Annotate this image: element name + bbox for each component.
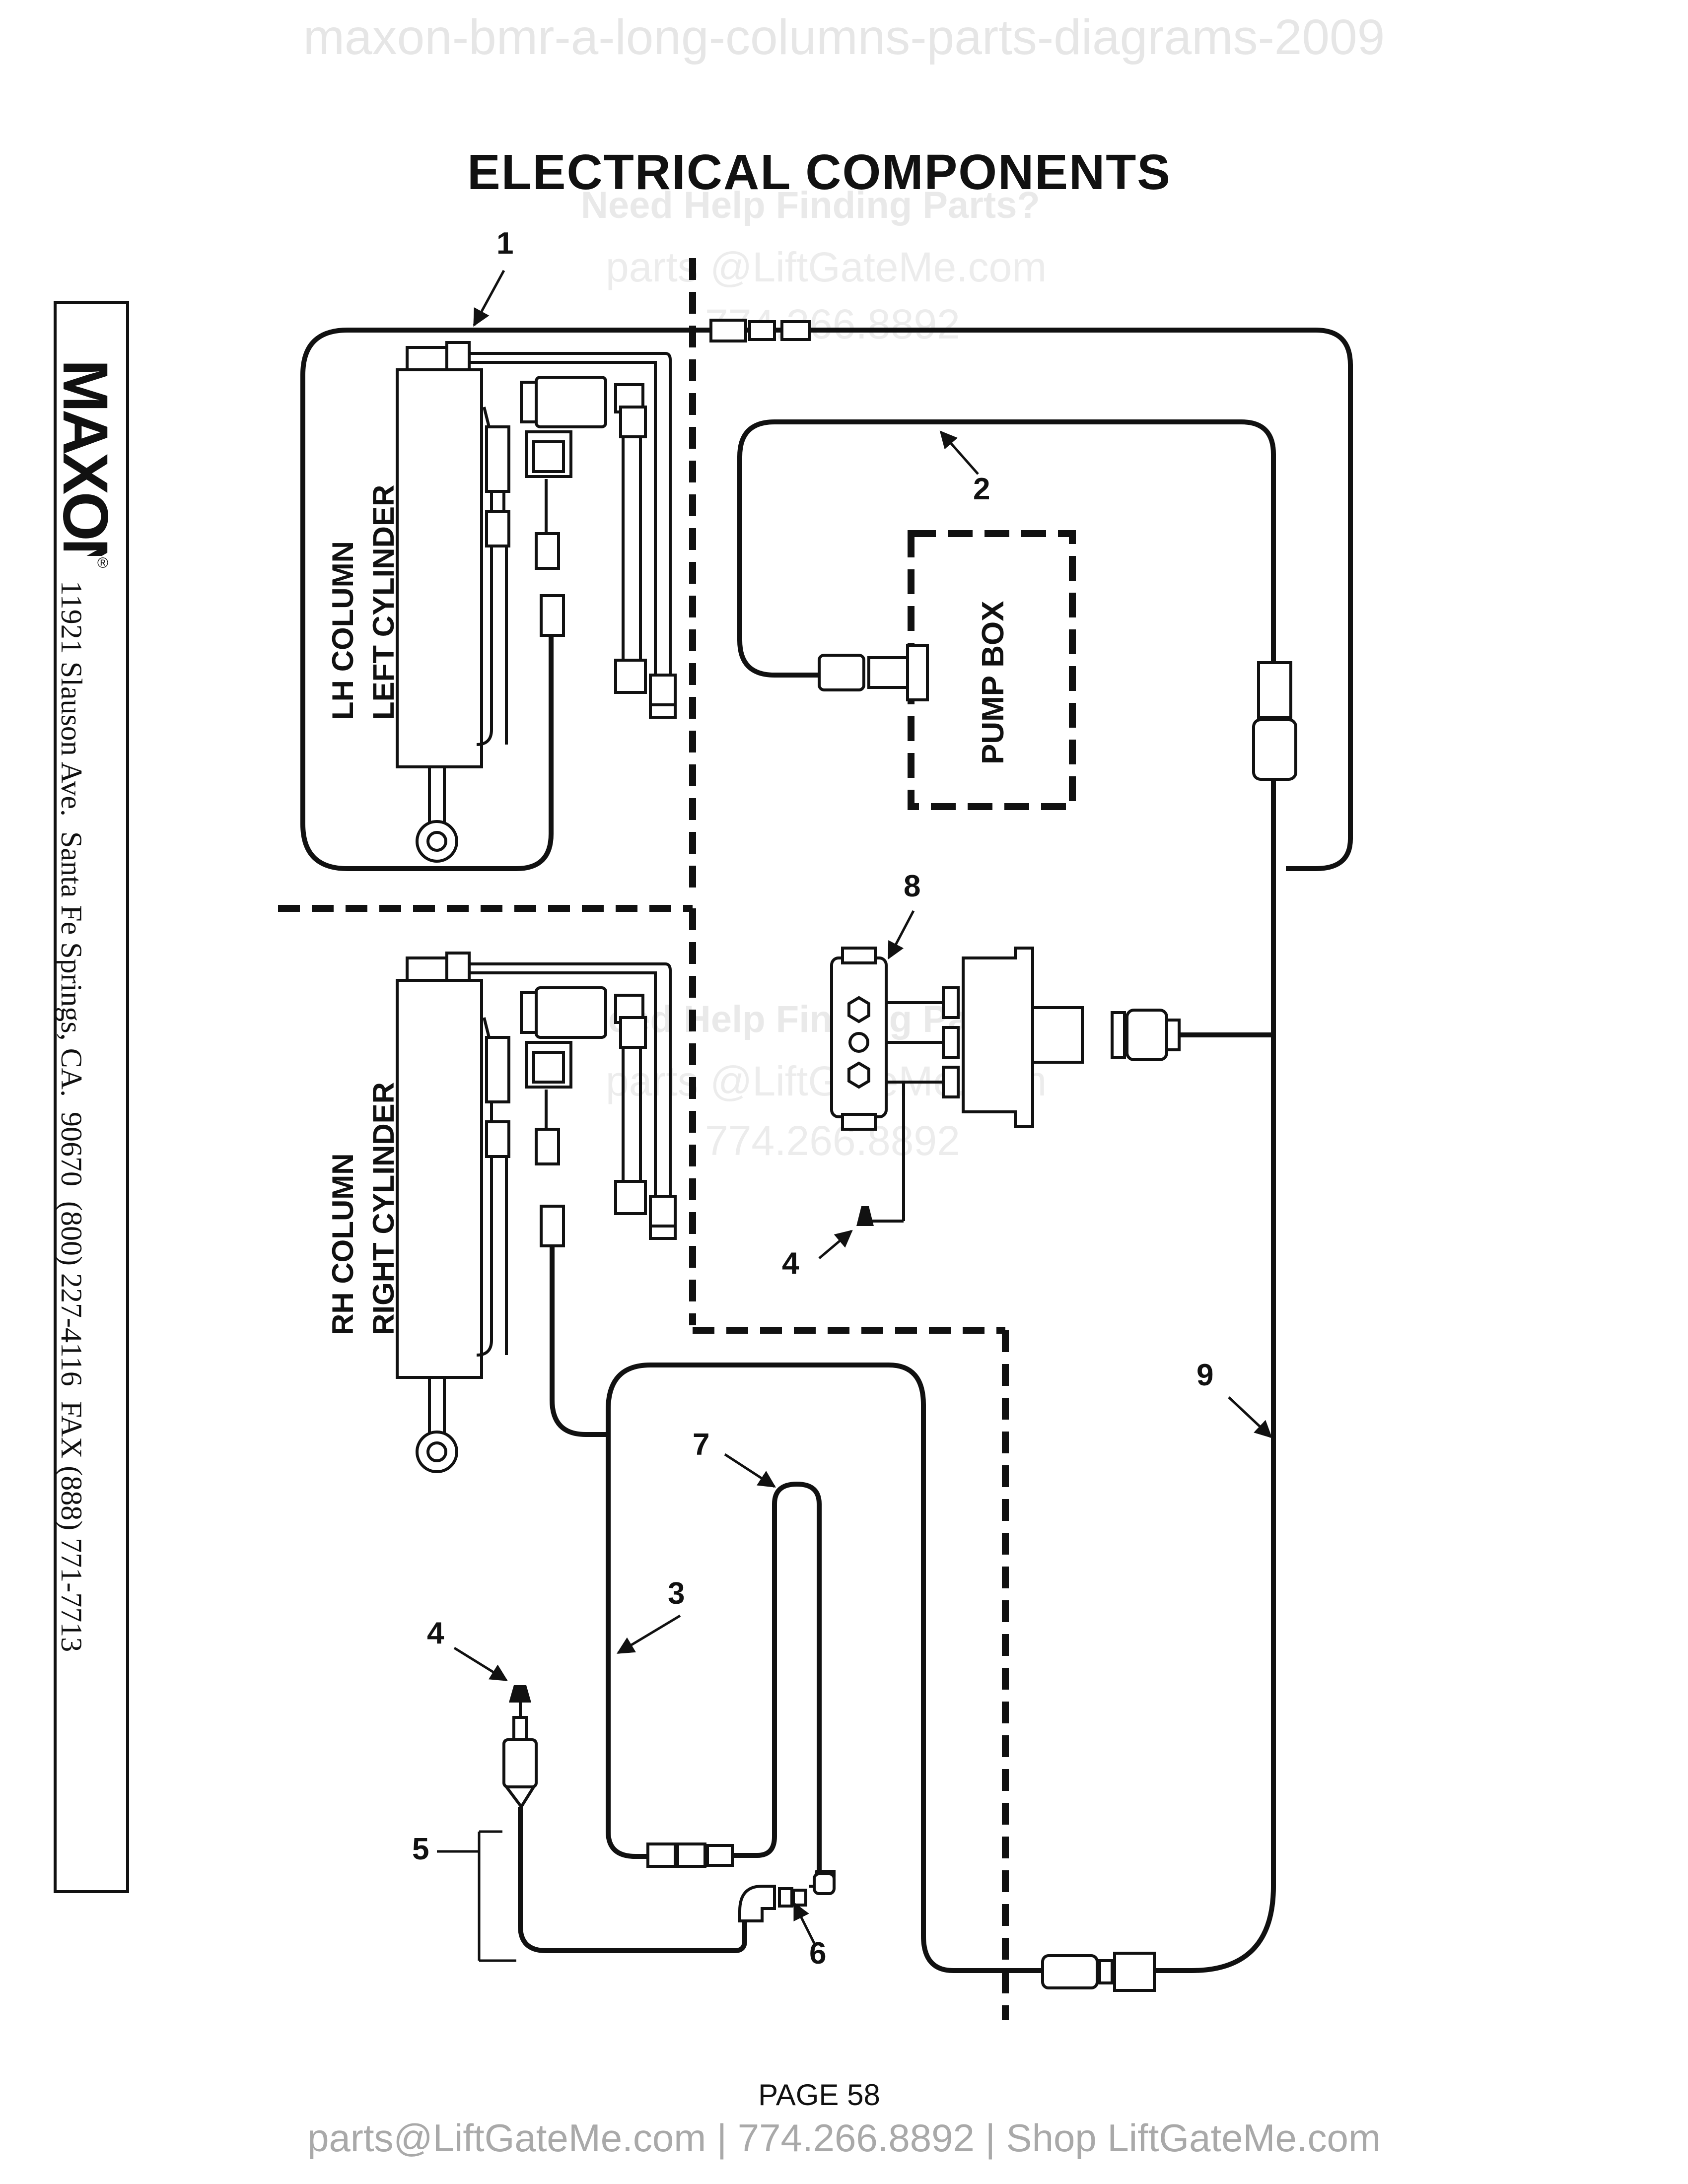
callout-1: 1 (496, 226, 514, 261)
rh-cylinder (396, 952, 677, 1473)
callout-5: 5 (412, 1832, 429, 1866)
harness-9-connector-top (1252, 661, 1297, 781)
watermark-phone-2: 774.266.8892 (705, 1117, 960, 1164)
toggle-switch-5 (502, 1703, 747, 1953)
callout-8: 8 (904, 869, 921, 903)
harness-3-connector (646, 1843, 734, 1868)
pump-box-outline (908, 530, 1076, 810)
harness-1-connector (709, 319, 811, 342)
ground-terminal-lower (509, 1685, 531, 1703)
registered-mark: ® (97, 555, 109, 571)
watermark-phone-1: 774.266.8892 (705, 301, 960, 347)
svg-text:MAXON: MAXON (54, 359, 121, 556)
rh-column-label: RH COLUMN RIGHT CYLINDER (323, 1082, 404, 1335)
rh-column-line-1: RH COLUMN (326, 1153, 359, 1335)
callout-arrows (453, 270, 1272, 1944)
watermark-email-1: parts @LiftGateMe.com (606, 244, 1047, 290)
callout-9: 9 (1196, 1358, 1214, 1392)
rh-column-line-2: RIGHT CYLINDER (367, 1082, 400, 1335)
lh-column-label: LH COLUMN LEFT CYLINDER (323, 485, 404, 720)
bracket-5 (437, 1830, 516, 1962)
fitting-assembly-6 (738, 1870, 836, 1922)
harness-3-upper (550, 1246, 611, 1437)
page-number: PAGE 58 (758, 2078, 880, 2112)
harness-9 (1147, 665, 1276, 1973)
lh-column-line-2: LEFT CYLINDER (367, 484, 400, 720)
harness-7 (732, 1481, 822, 1876)
pump-box-label: PUMP BOX (976, 601, 1010, 764)
boundary-lines (278, 258, 1009, 2020)
callout-6: 6 (809, 1936, 827, 1971)
ground-terminal-upper (856, 1206, 874, 1226)
callout-4-lower: 4 (427, 1616, 444, 1650)
watermark-help-1: Need Help Finding Parts? (581, 184, 1040, 226)
switch-assembly (830, 947, 1181, 1223)
company-sidebar (54, 301, 129, 1893)
callout-7: 7 (693, 1428, 710, 1462)
maxon-logo: MAXON (54, 359, 121, 556)
pump-connector (818, 644, 929, 701)
lh-cylinder (396, 341, 677, 863)
page-title: ELECTRICAL COMPONENTS (467, 144, 1171, 200)
footer-contact: parts@LiftGateMe.com | 774.266.8892 | Sh… (307, 2116, 1381, 2160)
lh-column-line-1: LH COLUMN (326, 541, 359, 720)
callout-3: 3 (668, 1576, 685, 1611)
bottom-connector (1041, 1952, 1156, 1992)
callout-4-upper: 4 (782, 1246, 799, 1281)
callout-2: 2 (973, 472, 990, 506)
harness-3 (606, 1363, 1045, 1973)
watermark-top: maxon-bmr-a-long-columns-parts-diagrams-… (303, 9, 1385, 65)
harness-1 (300, 328, 1353, 871)
harness-2 (737, 419, 1276, 678)
